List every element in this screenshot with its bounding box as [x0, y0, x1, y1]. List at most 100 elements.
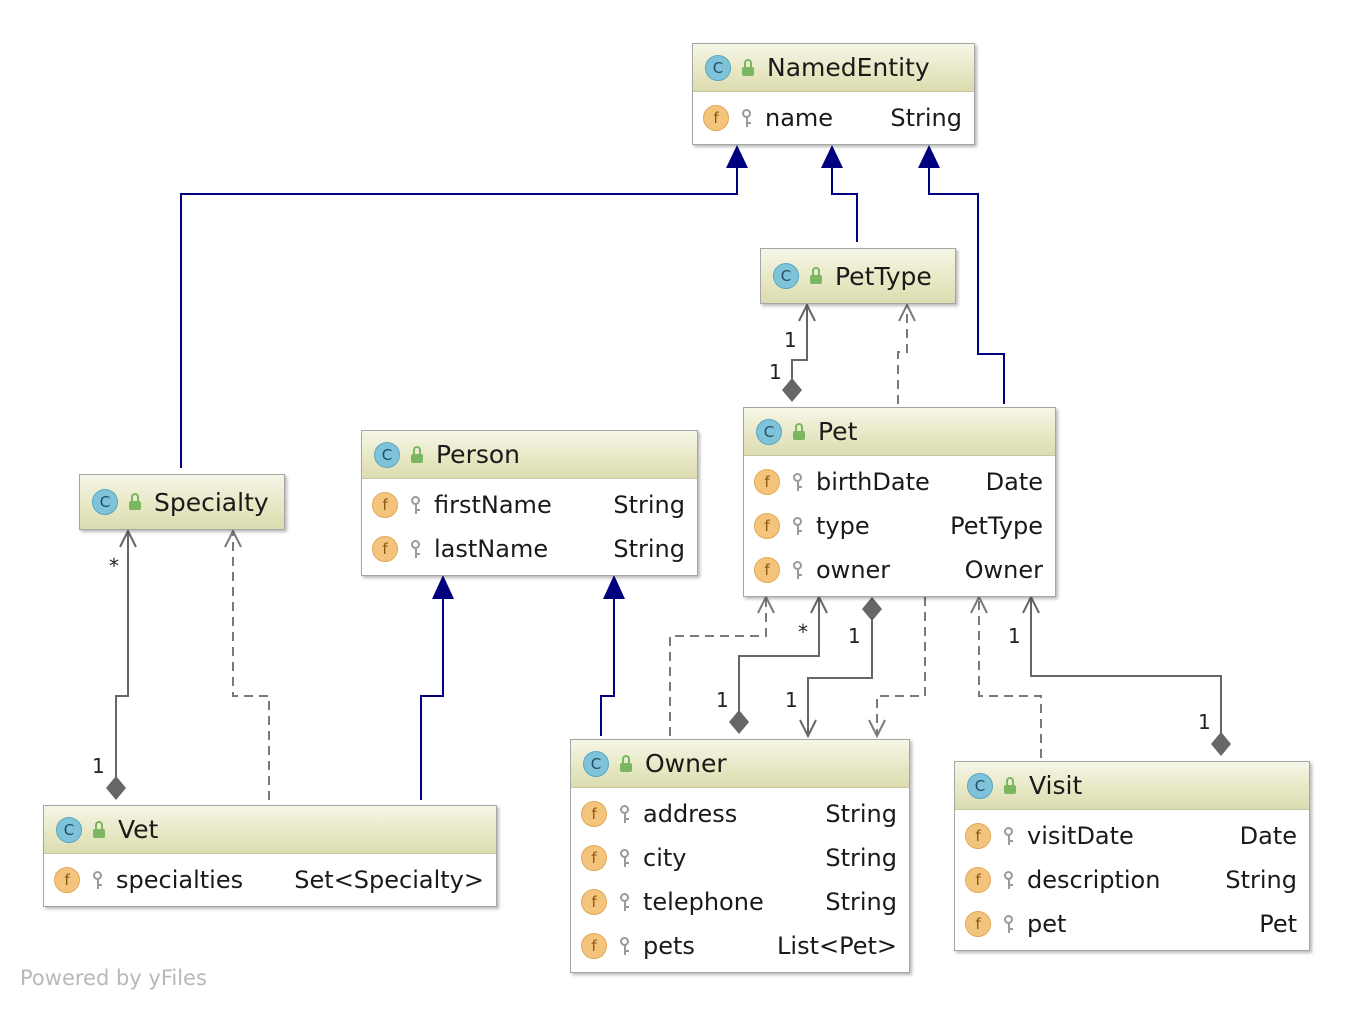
field-row[interactable]: f name String [693, 96, 974, 140]
field-row[interactable]: f address String [571, 792, 909, 836]
private-key-icon [741, 108, 753, 128]
class-visit[interactable]: C Visit f visitDate Date f description S… [954, 761, 1310, 951]
field-icon: f [54, 867, 80, 893]
multiplicity-label: 1 [784, 328, 797, 352]
class-header: C Visit [955, 762, 1309, 810]
composition-diamonds [106, 378, 1231, 800]
diamond [862, 597, 882, 621]
field-row[interactable]: f visitDate Date [955, 814, 1309, 858]
dependency-edges [232, 305, 1042, 800]
field-type: Date [985, 468, 1043, 496]
field-name: pet [1027, 910, 1067, 938]
field-name: pets [643, 932, 695, 960]
edge-visit-pet-dep [978, 597, 1042, 758]
field-icon: f [965, 867, 991, 893]
multiplicity-label: * [798, 620, 808, 644]
field-row[interactable]: f telephone String [571, 880, 909, 924]
class-icon: C [374, 441, 400, 468]
powered-by-footer: Powered by yFiles [20, 966, 207, 990]
private-key-icon [92, 870, 104, 890]
private-key-icon [792, 560, 804, 580]
edge-vet-person [420, 597, 444, 800]
field-row[interactable]: f city String [571, 836, 909, 880]
multiplicity-label: 1 [1008, 624, 1021, 648]
open-arrowheads [119, 302, 1040, 739]
field-icon: f [703, 105, 729, 131]
class-header: C Vet [44, 806, 496, 854]
arrowhead [1022, 594, 1040, 614]
inheritance-arrowheads [432, 145, 940, 599]
arrowhead [810, 594, 828, 614]
arrowhead [868, 719, 886, 739]
field-name: city [643, 844, 687, 872]
public-lock-icon [1003, 776, 1019, 795]
class-specialty[interactable]: C Specialty [79, 474, 285, 530]
multiplicity-label: 1 [769, 360, 782, 384]
class-pet[interactable]: C Pet f birthDate Date f type PetType f … [743, 407, 1056, 597]
class-header: C Owner [571, 740, 909, 788]
arrowhead [970, 594, 988, 614]
field-type: PetType [950, 512, 1043, 540]
class-icon: C [56, 816, 82, 843]
field-icon: f [754, 513, 780, 539]
class-title: Specialty [154, 487, 269, 517]
edge-vet-specialty-dep [232, 531, 270, 800]
field-row[interactable]: f description String [955, 858, 1309, 902]
field-row[interactable]: f owner Owner [744, 548, 1055, 592]
inheritance-edges [180, 166, 1005, 800]
class-title: Owner [645, 749, 727, 778]
class-icon: C [756, 418, 782, 445]
private-key-icon [792, 516, 804, 536]
edge-owner-person [600, 597, 615, 736]
arrowhead [757, 594, 775, 614]
class-person[interactable]: C Person f firstName String f lastName S… [361, 430, 698, 576]
edge-pet-namedentity [928, 166, 1005, 404]
class-header: C Pet [744, 408, 1055, 456]
field-icon: f [581, 845, 607, 871]
field-type: String [1225, 866, 1297, 894]
class-namedentity[interactable]: C NamedEntity f name String [692, 43, 975, 145]
field-row[interactable]: f birthDate Date [744, 460, 1055, 504]
field-row[interactable]: f type PetType [744, 504, 1055, 548]
private-key-icon [410, 495, 422, 515]
edge-vet-specialty [115, 531, 129, 780]
multiplicity-label: * [109, 554, 119, 578]
public-lock-icon [741, 58, 757, 77]
field-icon: f [965, 911, 991, 937]
arrowhead [918, 145, 940, 168]
field-name: lastName [434, 535, 549, 563]
public-lock-icon [619, 754, 635, 773]
field-type: Date [1239, 822, 1297, 850]
edge-pet-pettype [791, 305, 808, 380]
arrowhead [432, 575, 454, 599]
field-row[interactable]: f specialties Set<Specialty> [44, 858, 496, 902]
diamond [782, 378, 802, 402]
class-owner[interactable]: C Owner f address String f city String f… [570, 739, 910, 973]
diamond [729, 710, 749, 734]
field-row[interactable]: f pet Pet [955, 902, 1309, 946]
public-lock-icon [92, 820, 108, 839]
private-key-icon [1003, 870, 1015, 890]
class-pettype[interactable]: C PetType [760, 248, 956, 304]
multiplicity-label: 1 [785, 688, 798, 712]
field-type: Owner [964, 556, 1043, 584]
field-icon: f [372, 492, 398, 518]
field-name: birthDate [816, 468, 930, 496]
class-title: Person [436, 440, 521, 469]
multiplicity-label: 1 [848, 624, 861, 648]
arrowhead [798, 302, 816, 322]
public-lock-icon [410, 445, 426, 464]
class-header: C NamedEntity [693, 44, 974, 92]
field-name: specialties [116, 866, 244, 894]
field-name: telephone [643, 888, 764, 916]
class-title: PetType [835, 261, 932, 291]
public-lock-icon [792, 422, 808, 441]
field-row[interactable]: f firstName String [362, 483, 697, 527]
field-row[interactable]: f lastName String [362, 527, 697, 571]
class-vet[interactable]: C Vet f specialties Set<Specialty> [43, 805, 497, 907]
private-key-icon [619, 804, 631, 824]
public-lock-icon [809, 267, 825, 285]
field-row[interactable]: f pets List<Pet> [571, 924, 909, 968]
arrowhead [821, 145, 843, 168]
